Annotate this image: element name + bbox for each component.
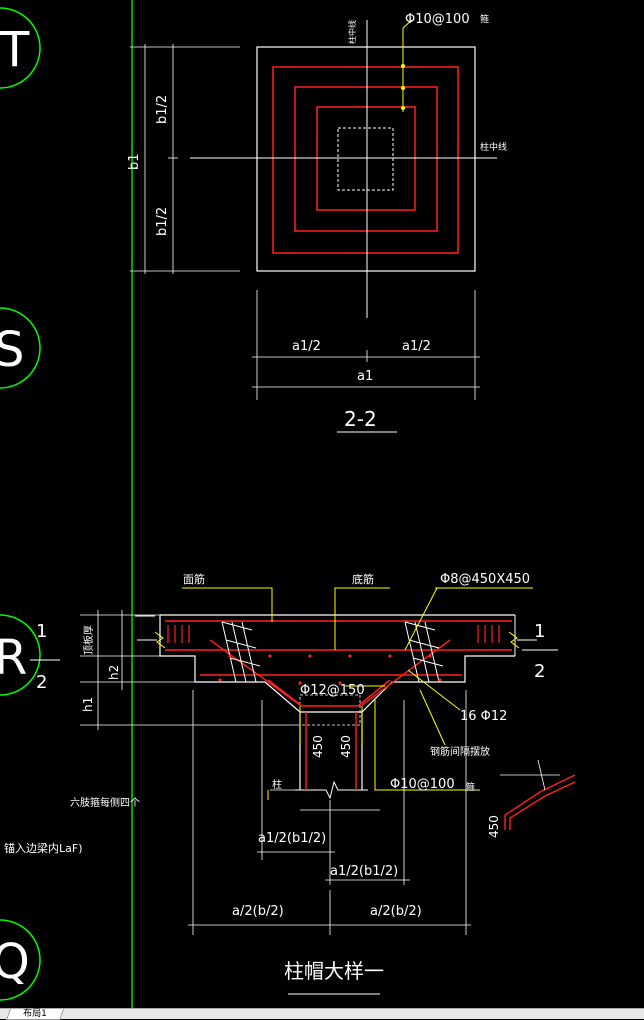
section-mark-2-right: 2 bbox=[534, 661, 545, 682]
detail-six-legs: 六肢箍每侧四个 bbox=[70, 796, 140, 809]
plan-col-centerline-h: 柱中线 bbox=[480, 141, 507, 153]
detail-tie-bar: Φ8@450X450 bbox=[440, 572, 530, 587]
grid-bubble-r: R bbox=[0, 614, 41, 696]
detail-stirrup-suffix: 箍 bbox=[466, 781, 475, 793]
grid-bubble-q: Q bbox=[0, 919, 41, 1001]
detail-dim-450-b: 450 bbox=[339, 735, 353, 758]
detail-anchor: 锚入边梁内LaF) bbox=[4, 841, 83, 855]
section-mark-1-right: 1 bbox=[534, 621, 545, 642]
plan-dim-a1: a1 bbox=[357, 369, 373, 384]
plan-dim-a1-half-left: a1/2 bbox=[292, 339, 321, 354]
detail-slab-thk: 顶板厚 bbox=[82, 625, 95, 655]
detail-bottom-bar: 底筋 bbox=[352, 572, 374, 586]
grid-bubble-label: Q bbox=[0, 934, 30, 990]
plan-dim-a1-half-right: a1/2 bbox=[402, 339, 431, 354]
detail-bar-150: Φ12@150 bbox=[300, 683, 365, 698]
plan-dim-b1: b1 bbox=[127, 153, 142, 170]
layout-tab-bar: 布局1 bbox=[0, 1008, 644, 1020]
detail-view: 1 2 1 2 顶板厚 h2 h1 450 450 450 a1/2(b1/2)… bbox=[4, 572, 576, 995]
plan-stirrup-label: Φ10@100 bbox=[405, 12, 470, 27]
detail-dim-a-b-right: a/2(b/2) bbox=[370, 904, 422, 919]
detail-h2: h2 bbox=[107, 665, 121, 680]
section-mark-1-left: 1 bbox=[36, 621, 47, 642]
detail-h1: h1 bbox=[81, 697, 95, 712]
section-mark-2-left: 2 bbox=[36, 672, 47, 693]
plan-col-centerline-v: 柱中线 bbox=[347, 20, 357, 44]
detail-top-bar: 面筋 bbox=[183, 572, 205, 586]
detail-title: 柱帽大样一 bbox=[284, 959, 384, 983]
plan-title: 2-2 bbox=[344, 407, 377, 431]
detail-dim-a-b-left: a/2(b/2) bbox=[232, 904, 284, 919]
detail-stirrup-column: 钢筋间隔摆放 bbox=[430, 745, 490, 758]
grid-bubble-label: S bbox=[0, 322, 24, 378]
grid-bubble-s: S bbox=[0, 307, 41, 389]
detail-stirrup-100: Φ10@100 bbox=[390, 777, 455, 792]
detail-dim-a1-b1-left: a1/2(b1/2) bbox=[258, 831, 326, 846]
detail-dim-a1-b1-right: a1/2(b1/2) bbox=[330, 864, 398, 879]
tab-layout1[interactable]: 布局1 bbox=[5, 1009, 64, 1020]
grid-bubble-label: R bbox=[0, 630, 27, 686]
detail-dim-450-c: 450 bbox=[487, 815, 501, 838]
plan-dim-b1-half-top: b1/2 bbox=[155, 95, 170, 124]
grid-bubble-t: T bbox=[0, 7, 41, 89]
grid-bubble-label: T bbox=[0, 22, 30, 78]
plan-stirrup-suffix: 箍 bbox=[480, 13, 489, 25]
detail-dim-450-a: 450 bbox=[311, 735, 325, 758]
detail-column: 柱 bbox=[272, 778, 282, 791]
plan-view: Φ10@100 箍 柱中线 柱中线 b1 b1/2 b1/2 a1/2 a1/2… bbox=[127, 12, 507, 433]
plan-dim-b1-half-bottom: b1/2 bbox=[155, 207, 170, 236]
detail-bar-16: 16 Φ12 bbox=[460, 709, 507, 724]
